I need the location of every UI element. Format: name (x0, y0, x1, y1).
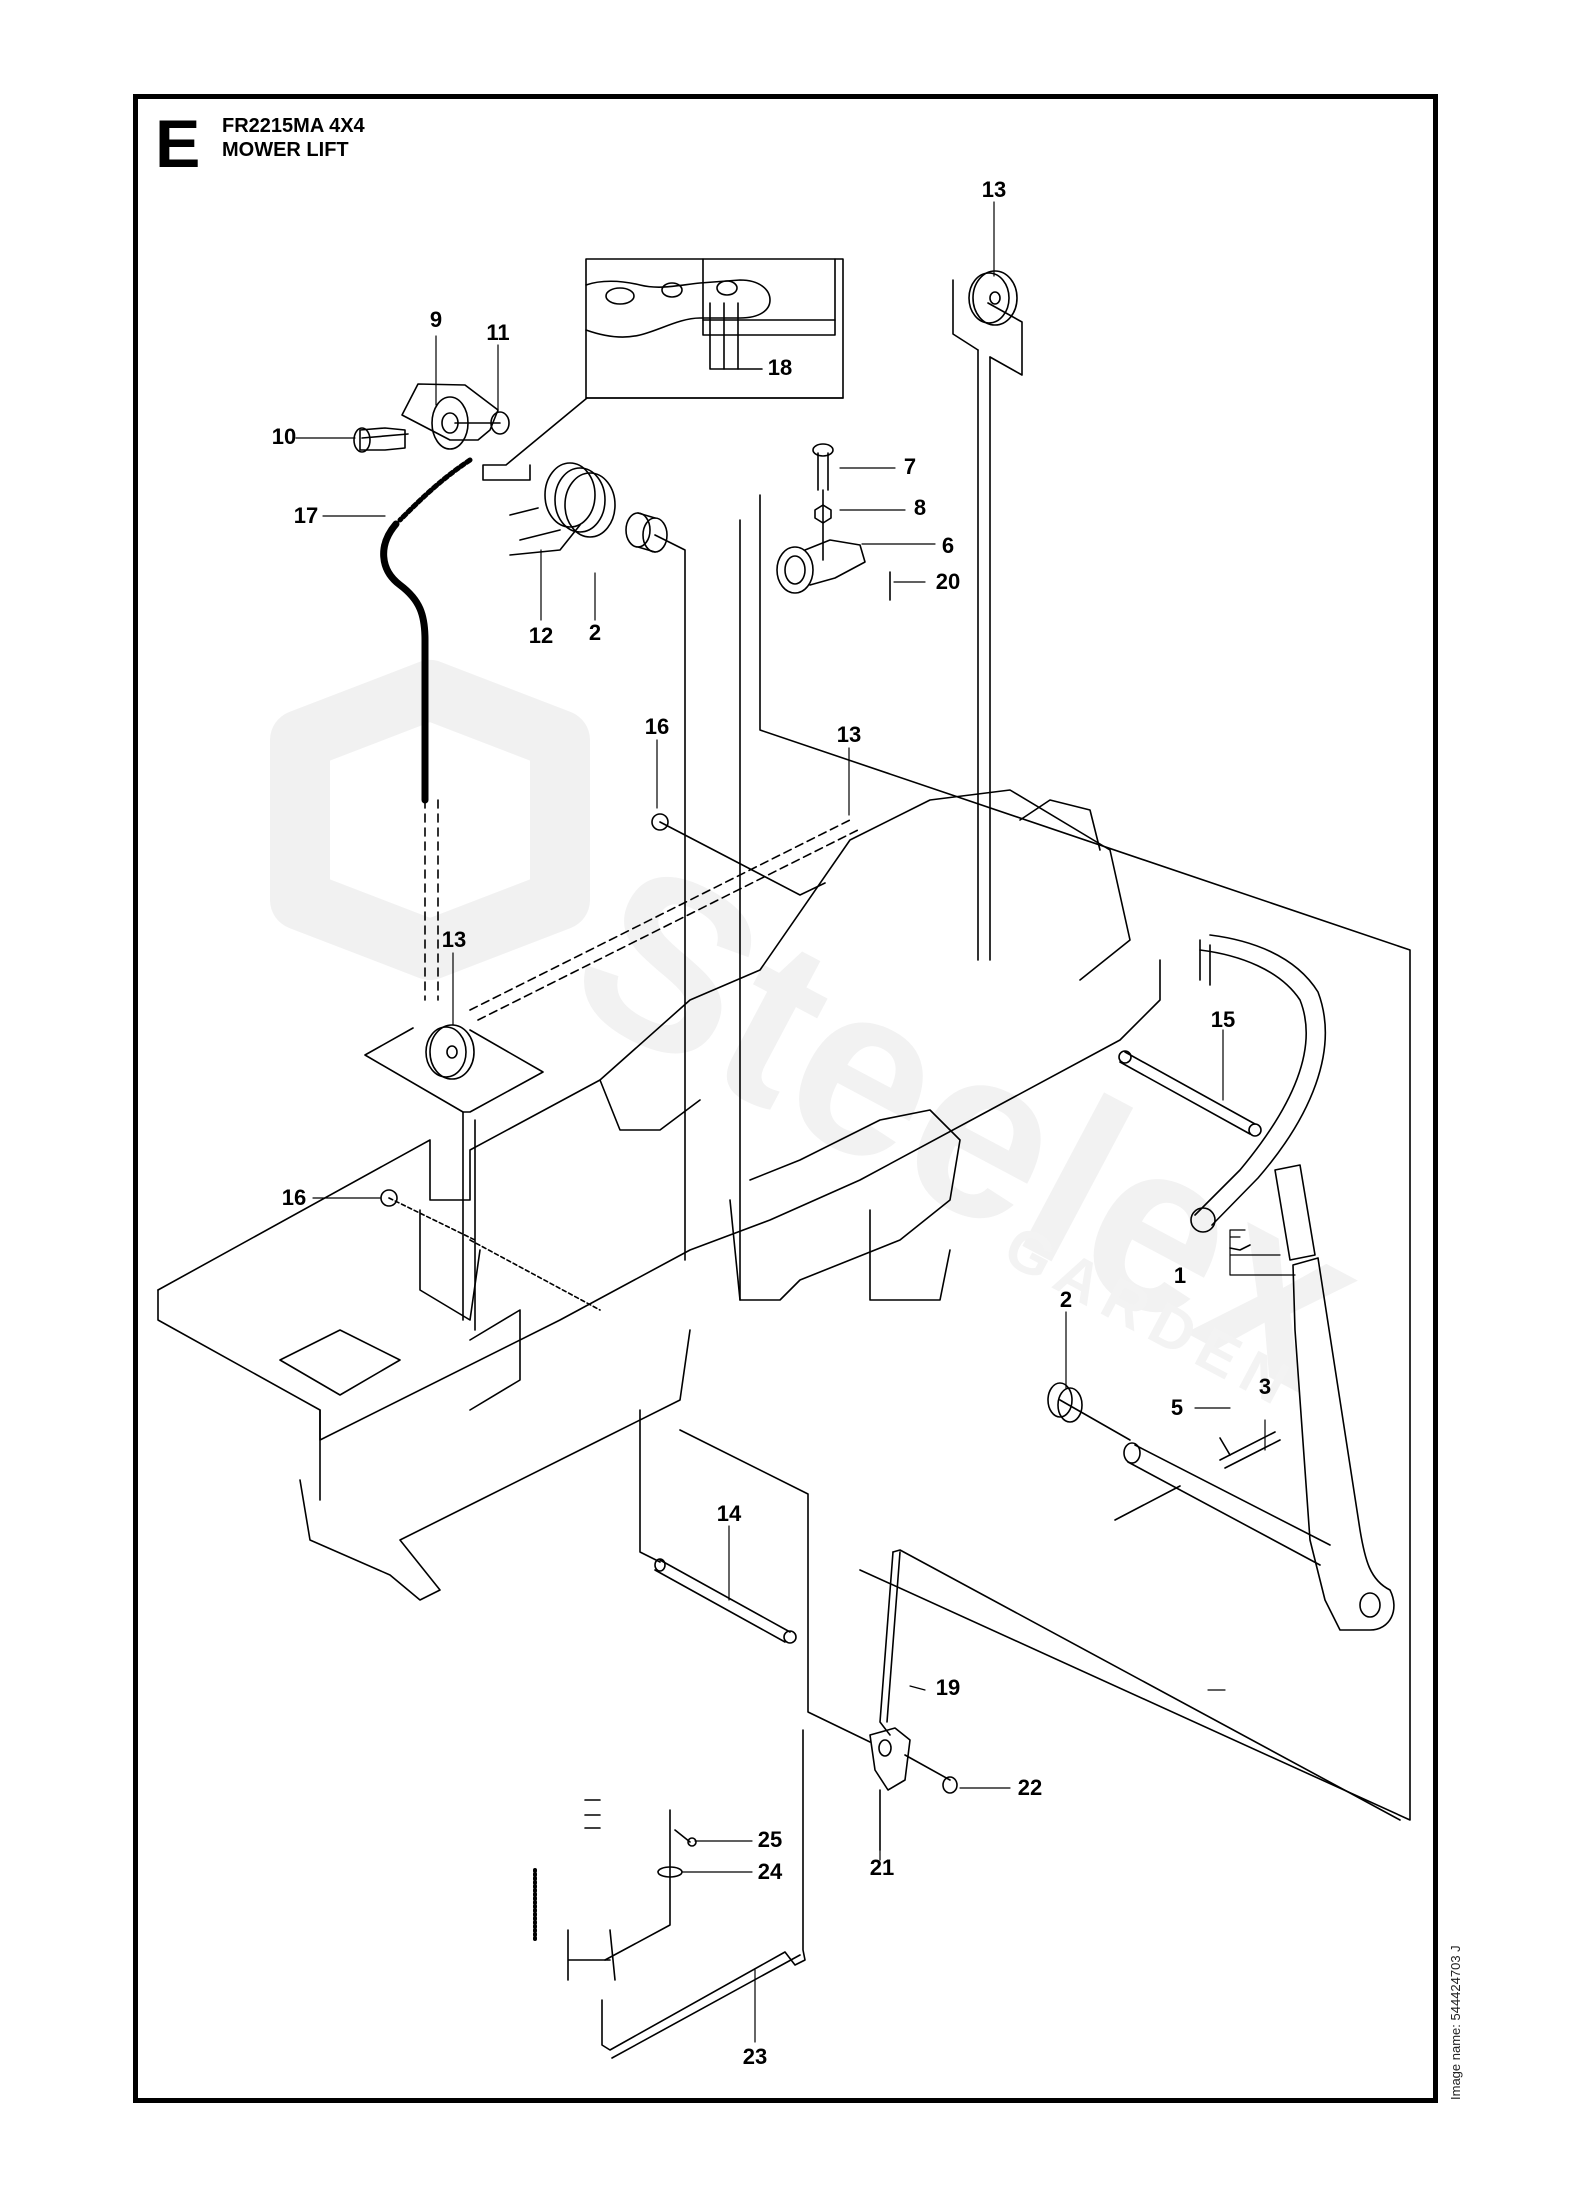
inset-chain-link-detail (482, 258, 844, 481)
callout-13-mid: 13 (836, 722, 862, 747)
callout-7: 7 (903, 454, 917, 479)
pulley-part-top (952, 270, 1023, 961)
callout-6: 6 (941, 533, 955, 558)
retaining-clip-16-left (380, 1189, 601, 1311)
leader-lines (295, 201, 1296, 2043)
callout-22: 22 (1017, 1775, 1043, 1800)
model-title: FR2215MA 4X4 (222, 115, 365, 137)
retaining-clip-16-top (651, 813, 826, 896)
callout-23: 23 (742, 2044, 768, 2069)
callout-5: 5 (1170, 1395, 1184, 1420)
callout-11: 11 (486, 320, 510, 345)
diagram-frame (133, 94, 1438, 2103)
callout-24: 24 (757, 1859, 783, 1884)
lift-handle-part (1190, 934, 1395, 1631)
link-rod-23-part (533, 1729, 806, 2059)
callout-3: 3 (1258, 1374, 1272, 1399)
lift-shaft-part (1047, 1382, 1331, 1566)
callout-13-top: 13 (981, 177, 1007, 202)
section-title: MOWER LIFT (222, 139, 349, 161)
callout-12: 12 (528, 623, 554, 648)
callout-18: 18 (767, 355, 793, 380)
callout-13-left: 13 (441, 927, 467, 952)
shaft-part-14 (639, 1409, 871, 1743)
callout-19: 19 (935, 1675, 961, 1700)
callout-14: 14 (716, 1501, 742, 1526)
callout-16-top: 16 (644, 714, 670, 739)
callout-17: 17 (293, 503, 319, 528)
pulley-part-left (364, 819, 859, 1331)
callout-8: 8 (913, 495, 927, 520)
callout-9: 9 (429, 307, 443, 332)
callout-21: 21 (869, 1855, 895, 1880)
chassis-frame (157, 789, 1211, 1601)
callout-1: 1 (1173, 1263, 1187, 1288)
callout-10: 10 (271, 424, 297, 449)
bushing-part-top (625, 512, 686, 1261)
callout-16-left: 16 (281, 1185, 307, 1210)
callout-20: 20 (935, 569, 961, 594)
watermark-shield-icon (270, 660, 590, 980)
chain-bracket-part (353, 383, 510, 453)
callout-25: 25 (757, 1827, 783, 1852)
section-letter: E (155, 106, 201, 182)
link-rod-19-part (869, 1549, 1401, 1851)
callout-2-right: 2 (1059, 1287, 1073, 1312)
lever-arm-part (739, 443, 1411, 1821)
callout-15: 15 (1210, 1007, 1236, 1032)
cable-chain-part (380, 457, 473, 1001)
shaft-part-15 (1118, 1050, 1262, 1137)
callout-2-top: 2 (588, 620, 602, 645)
torsion-spring-part (509, 462, 616, 556)
